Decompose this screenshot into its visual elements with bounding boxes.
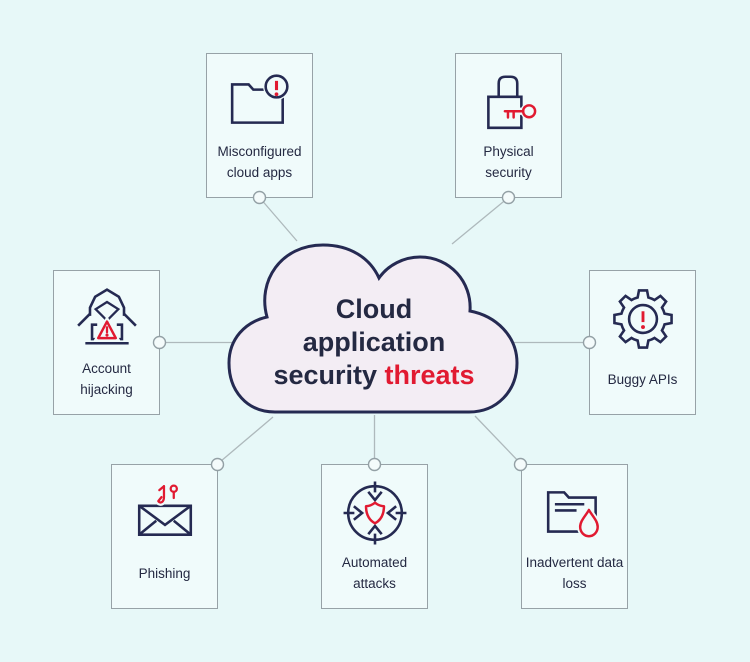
envelope-hook-icon [137,483,192,536]
folder-drop-icon [546,491,601,540]
cloud-title: Cloud application security threats [227,241,521,417]
node-label: Automated attacks [341,555,408,591]
connector-line [474,415,522,465]
cloud-title-line: application [302,326,446,357]
node-label: Buggy APIs [607,371,678,387]
cloud-title-line: security threats [273,359,474,392]
node-label: Phishing [138,565,191,581]
node-phishing: Phishing [111,464,218,609]
cloud-title-highlight: threats [384,359,475,390]
node-automated-attacks: Automated attacks [321,464,428,609]
node-label: Physical security [483,144,534,180]
connector-line [451,196,509,245]
node-label: Inadvertent data loss [525,555,624,591]
cloud-title-line: Cloud [335,293,413,324]
cloud-shape: Cloud application security threats [227,241,521,417]
connector-line [259,197,298,242]
cloud-title-word: security [273,359,377,390]
connector-line [217,416,274,465]
gear-alert-icon [612,289,673,349]
folder-alert-icon [230,73,290,124]
lock-key-icon [486,75,538,130]
hacker-warning-icon [76,288,137,345]
shield-arrows-icon [343,481,406,545]
node-misconfigured-cloud-apps: Misconfigured cloud apps [206,53,313,198]
node-buggy-apis: Buggy APIs [589,270,696,415]
node-account-hijacking: Account hijacking [53,270,160,415]
node-label: Misconfigured cloud apps [217,144,302,180]
node-inadvertent-data-loss: Inadvertent data loss [521,464,628,609]
node-physical-security: Physical security [455,53,562,198]
node-label: Account hijacking [80,361,133,397]
